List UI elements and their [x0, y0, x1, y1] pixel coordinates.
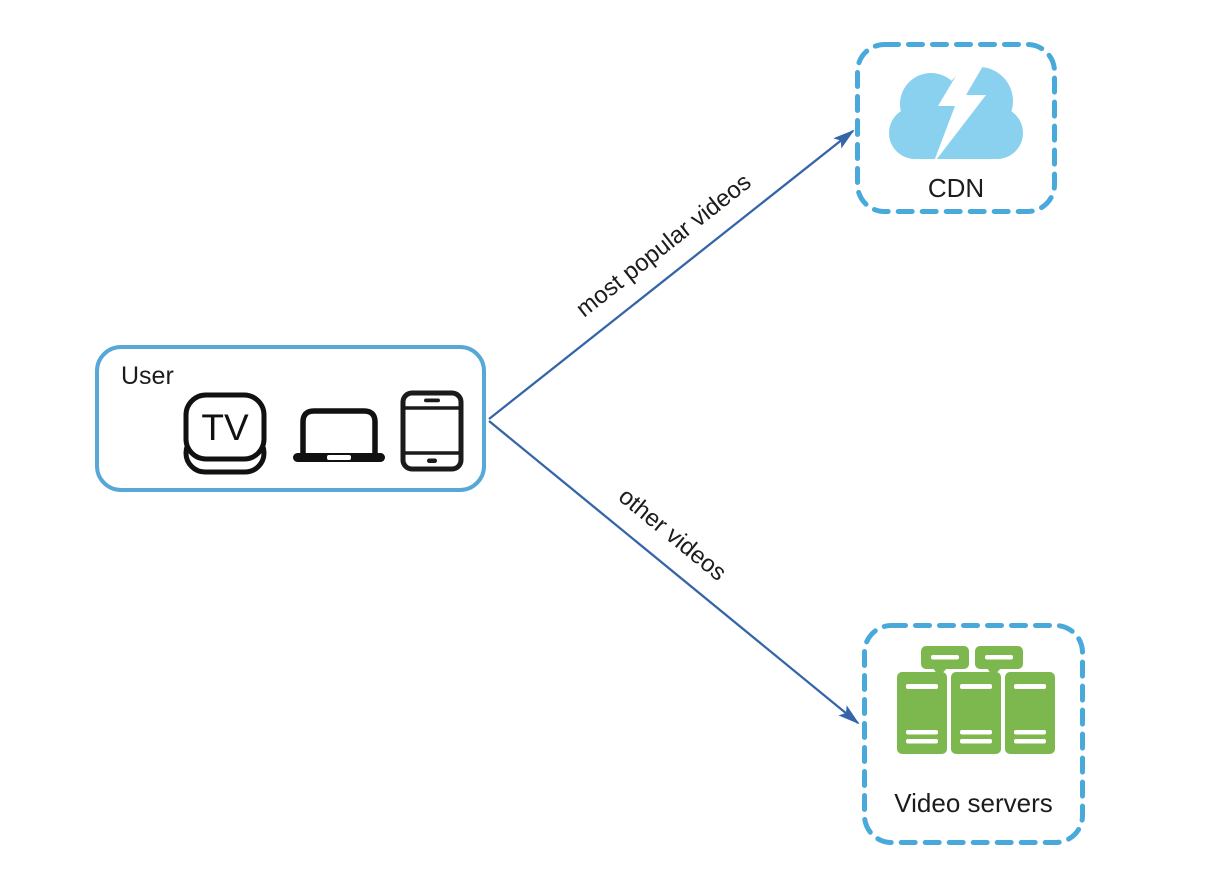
- cdn-box: CDN: [855, 42, 1057, 214]
- tv-set-top-box-icon: TV: [183, 392, 267, 475]
- tv-icon-label: TV: [201, 407, 249, 448]
- laptop-icon: [293, 408, 385, 462]
- video-servers-box: Video servers: [862, 623, 1085, 845]
- video-servers-label: Video servers: [894, 788, 1053, 818]
- user-box-label: User: [121, 362, 174, 390]
- lightning-bolt: [933, 54, 990, 164]
- cdn-label: CDN: [927, 173, 985, 203]
- arrow-user-to-video-servers: [488, 420, 860, 725]
- cdn-box-border: [855, 42, 1057, 214]
- cloud-lightning-icon: [889, 54, 1023, 164]
- arrow-user-to-cdn: [488, 129, 855, 420]
- video-servers-box-border: [862, 623, 1085, 845]
- user-box: User TV: [95, 345, 486, 492]
- server-rack-icon: [896, 646, 1055, 754]
- smartphone-icon: [400, 390, 464, 472]
